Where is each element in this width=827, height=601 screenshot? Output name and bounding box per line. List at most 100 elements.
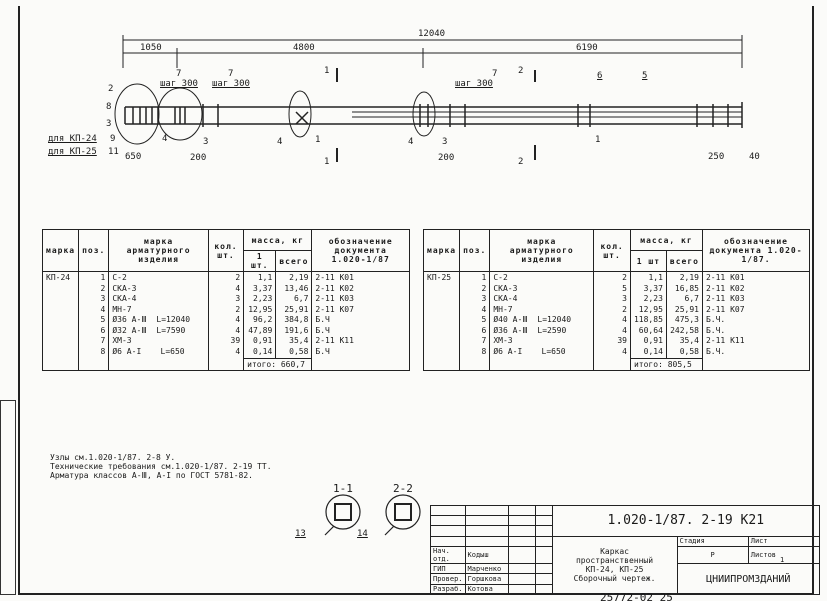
cell-item: МН-7 (112, 304, 132, 314)
cell-all: 0,58 (679, 346, 699, 356)
cell-doc: Б.Ч (315, 325, 330, 335)
signature (507, 573, 536, 585)
section-callout: 14 (357, 529, 368, 539)
cell-pos: 7 (481, 336, 487, 345)
callout: для КП-25 (48, 147, 97, 157)
cell-item: СКА-4 (112, 294, 137, 303)
cell-all: 35,4 (289, 336, 309, 345)
cell-pos: 6 (100, 325, 106, 335)
cell-item: Ø36 А-Ⅲ L=2590 (493, 325, 567, 335)
cell-doc: 2-11 К07 (315, 304, 354, 314)
cell-qty: 2 (235, 304, 241, 314)
dim-total: 12040 (418, 29, 446, 39)
cell-all: 0,58 (289, 346, 309, 356)
signature (507, 563, 536, 575)
sheet-label: Лист (747, 535, 821, 547)
cell-doc: 2-11 К01 (315, 273, 354, 282)
dim-6190: 6190 (576, 43, 598, 53)
dim-650: 650 (125, 152, 142, 162)
cell-doc: 2-11 К03 (315, 294, 354, 303)
note: Узлы см.1.020-1/87. 2-8 У. (50, 453, 176, 462)
cell-doc: 2-11 К11 (705, 336, 745, 345)
cell-qty: 2 (622, 304, 627, 314)
cell-qty: 39 (617, 336, 627, 345)
cell-item: МН-7 (493, 304, 513, 314)
callout: 1 (595, 135, 601, 145)
cell-all: 191,6 (284, 325, 309, 335)
dim-200: 200 (438, 153, 455, 163)
dim-1050: 1050 (140, 43, 162, 53)
callout: 3 (203, 137, 209, 147)
archive-number: 25772-02 25 (600, 591, 673, 601)
cell-pos: 4 (100, 304, 106, 314)
cell-doc: 2-11 К02 (315, 283, 354, 293)
spec-table-kp25: марка поз. марка арматурного изделия кол… (422, 229, 811, 371)
cell-one: 0,91 (253, 336, 273, 345)
drawing-code: 1.020-1/87. 2-19 К21 (551, 505, 821, 537)
cell-one: 12,95 (638, 304, 663, 314)
sheet-frame (18, 6, 814, 595)
cell-item: Ø40 А-Ⅲ L=12040 (493, 315, 572, 324)
cell-one: 1,1 (648, 273, 663, 282)
cell-one: 12,95 (248, 304, 273, 314)
callout: 1 (315, 135, 321, 145)
stage: Р (676, 545, 749, 565)
cell-qty: 4 (235, 283, 241, 293)
cell-one: 0,14 (643, 346, 663, 356)
cell-one: 2,23 (643, 294, 663, 303)
cell-doc: Б.Ч. (705, 325, 726, 335)
cell-one: 60,64 (638, 325, 663, 335)
cell-qty: 2 (235, 273, 241, 282)
organization: ЦНИИПРОМЗДАНИЙ (676, 563, 821, 595)
cell-qty: 4 (235, 325, 241, 335)
cell-all: 384,8 (284, 315, 309, 324)
cell-one: 0,91 (643, 336, 663, 345)
callout: 4 (408, 137, 414, 147)
sheets-label: Листов (747, 545, 821, 565)
header-qty: кол. шт. (593, 229, 631, 272)
total-cell: итого: 660,7 (243, 358, 313, 371)
cell-qty: 4 (622, 325, 627, 335)
cell-pos: 5 (481, 315, 487, 324)
cell-one: 3,37 (253, 283, 273, 293)
cell-doc: 2-11 К02 (705, 283, 745, 293)
notes: Узлы см.1.020-1/87. 2-8 У. Технические т… (50, 453, 272, 480)
cell-all: 25,91 (674, 304, 699, 314)
cell-all: 2,19 (289, 273, 309, 282)
header-pos: поз. (78, 229, 110, 272)
cell-doc: 2-11 К01 (705, 273, 745, 282)
cell-item: Ø6 А-I L=650 (112, 346, 185, 356)
callout: 3 (106, 119, 112, 129)
header-item: марка арматурного изделия (108, 229, 209, 272)
cell-doc: Б.Ч. (705, 346, 726, 356)
callout: 11 (108, 147, 119, 157)
callout: 3 (442, 137, 448, 147)
cell-all: 13,46 (284, 283, 309, 293)
note: Технические требования см.1.020-1/87. 2-… (50, 462, 272, 471)
callout: шаг 300 (212, 79, 250, 89)
callout: 4 (277, 137, 283, 147)
header-mass-all: всего (275, 250, 313, 272)
name: Марченко (464, 563, 509, 575)
cell-pos: 5 (100, 315, 106, 324)
cell-doc: Б.Ч (315, 346, 330, 356)
cell-doc: Б.Ч. (705, 315, 726, 324)
cell-pos: 2 (481, 283, 487, 293)
header-mass: масса, кг (243, 229, 313, 251)
section-label: 1 (324, 66, 330, 76)
cell-one: 118,85 (633, 315, 663, 324)
callout: для КП-24 (48, 134, 97, 144)
callout: 7 (176, 69, 182, 79)
dim-4800: 4800 (293, 43, 315, 53)
header-item: марка арматурного изделия (489, 229, 595, 272)
cell-qty: 3 (235, 294, 241, 303)
cell-pos: 7 (100, 336, 106, 345)
detail-ovals (114, 83, 436, 145)
cell-item: СКА-3 (112, 283, 137, 293)
